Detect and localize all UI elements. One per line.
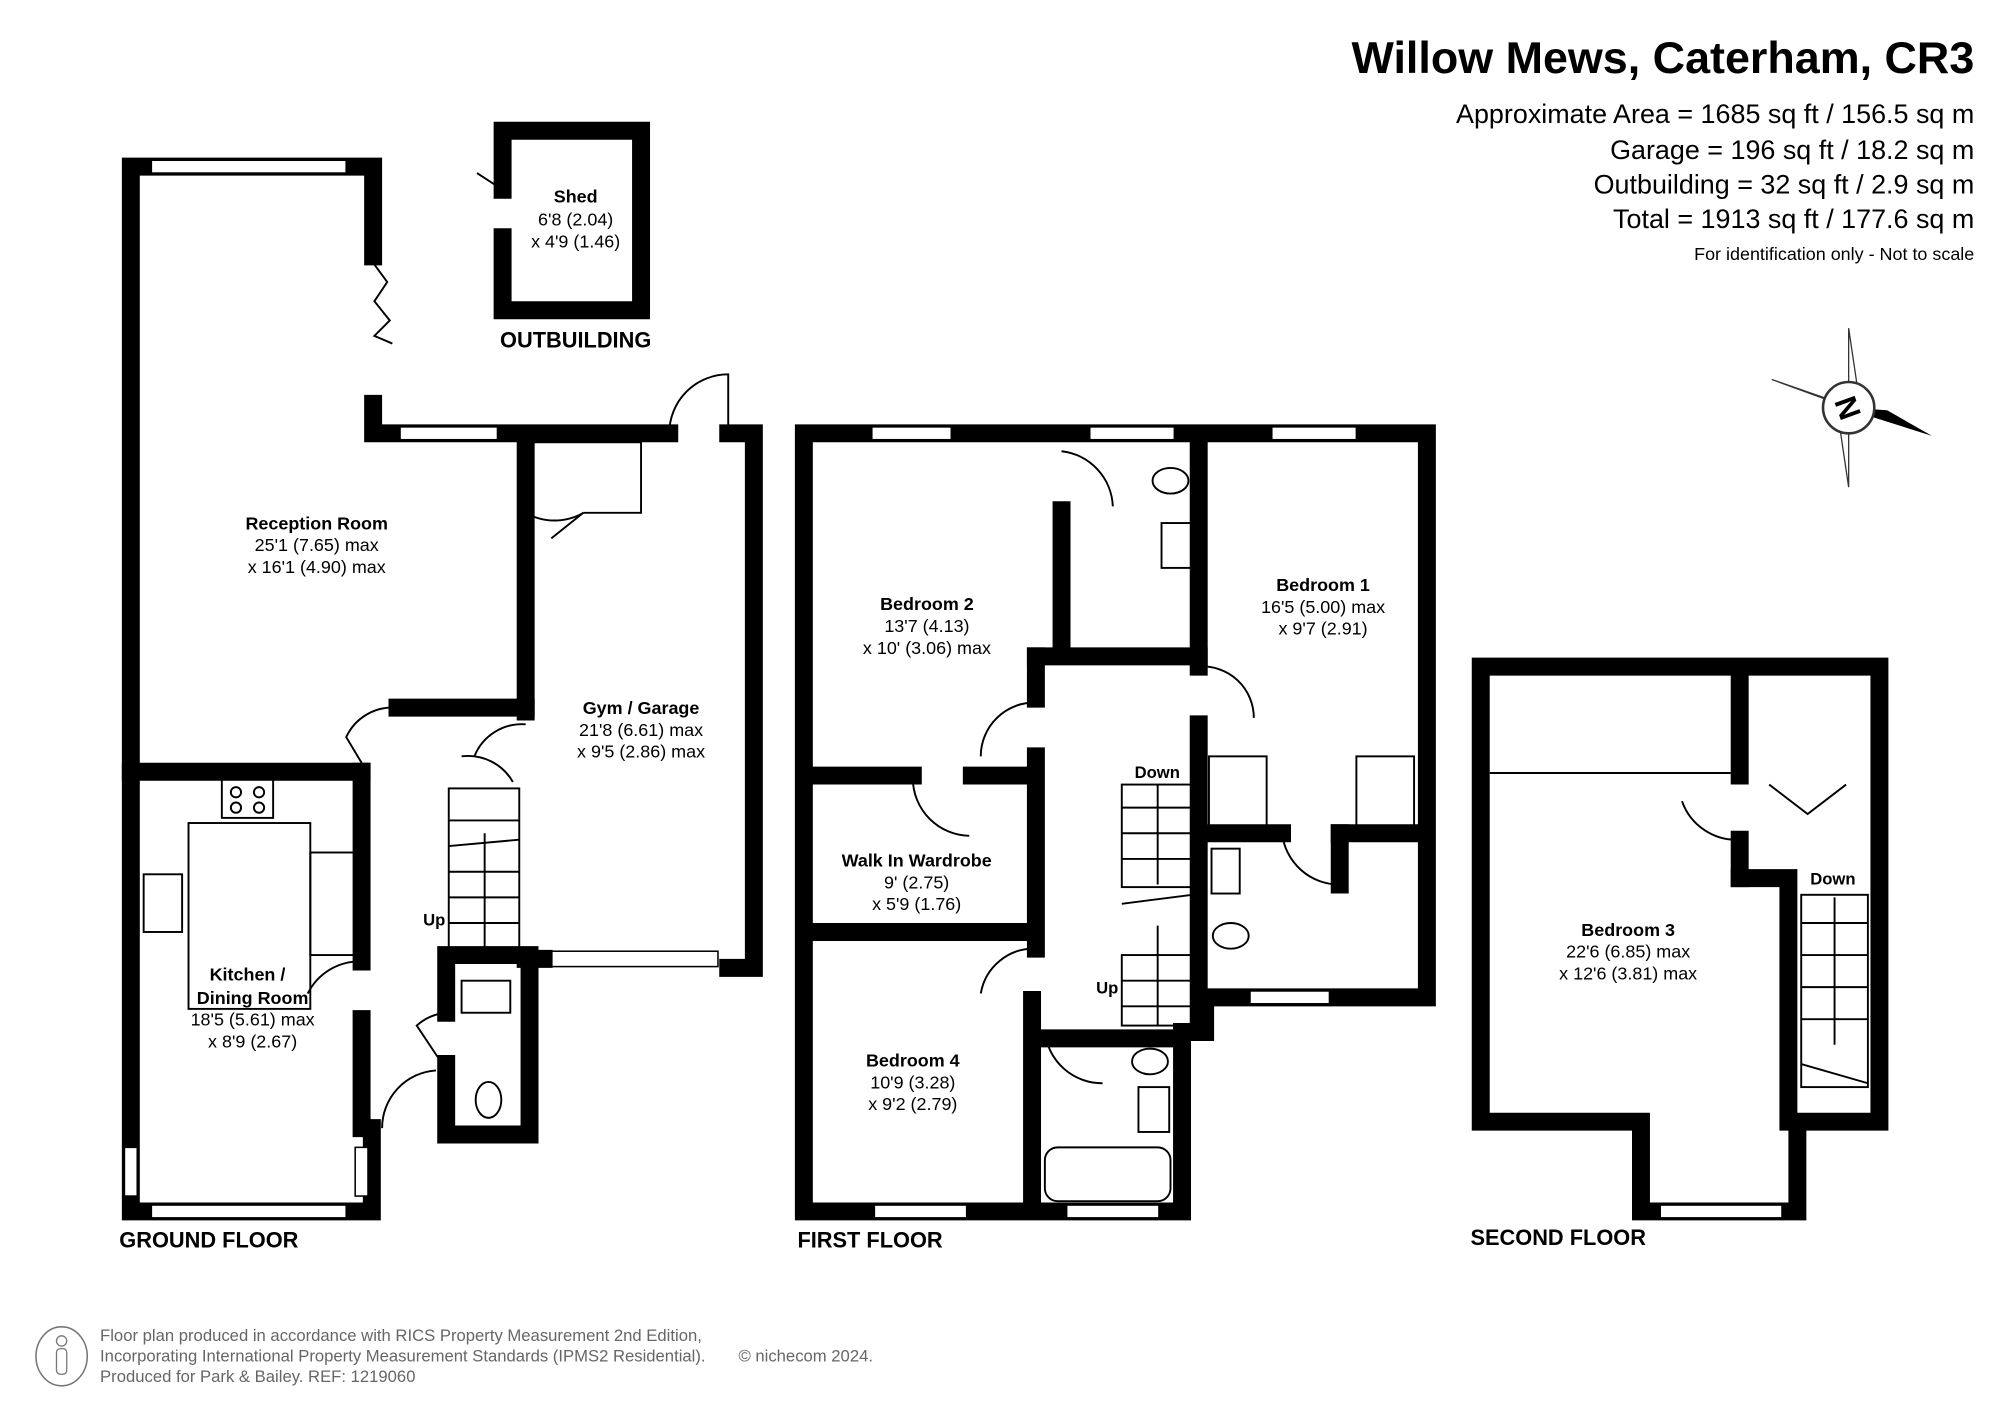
svg-text:x 9'7 (2.91): x 9'7 (2.91) bbox=[1278, 619, 1367, 639]
svg-text:Bedroom 3: Bedroom 3 bbox=[1581, 920, 1675, 940]
property-title: Willow Mews, Caterham, CR3 bbox=[1352, 32, 1975, 83]
person-icon bbox=[35, 1326, 89, 1387]
svg-text:18'5 (5.61) max: 18'5 (5.61) max bbox=[191, 1010, 315, 1030]
svg-text:x 9'5 (2.86) max: x 9'5 (2.86) max bbox=[577, 742, 705, 762]
svg-text:Bedroom 4: Bedroom 4 bbox=[866, 1051, 960, 1071]
svg-text:22'6 (6.85) max: 22'6 (6.85) max bbox=[1566, 942, 1690, 962]
svg-text:x 5'9 (1.76): x 5'9 (1.76) bbox=[872, 894, 961, 914]
svg-text:x 10' (3.06) max: x 10' (3.06) max bbox=[863, 638, 991, 658]
area-garage: Garage = 196 sq ft / 18.2 sq m bbox=[1610, 135, 1974, 165]
svg-text:Floor plan produced in accorda: Floor plan produced in accordance with R… bbox=[100, 1326, 702, 1345]
svg-text:Dining Room: Dining Room bbox=[197, 988, 309, 1008]
footer: Floor plan produced in accordance with R… bbox=[35, 1326, 873, 1387]
svg-text:GROUND FLOOR: GROUND FLOOR bbox=[119, 1227, 298, 1252]
svg-text:© nichecom 2024.: © nichecom 2024. bbox=[738, 1346, 872, 1365]
svg-text:Bedroom 2: Bedroom 2 bbox=[880, 594, 974, 614]
svg-text:Bedroom 1: Bedroom 1 bbox=[1276, 575, 1370, 595]
svg-text:x 4'9 (1.46): x 4'9 (1.46) bbox=[531, 231, 620, 251]
svg-text:x 8'9 (2.67): x 8'9 (2.67) bbox=[208, 1031, 297, 1051]
svg-text:Shed: Shed bbox=[554, 187, 598, 207]
svg-text:Down: Down bbox=[1135, 763, 1180, 782]
svg-text:x 9'2 (2.79): x 9'2 (2.79) bbox=[868, 1094, 957, 1114]
svg-text:13'7 (4.13): 13'7 (4.13) bbox=[884, 616, 969, 636]
svg-text:10'9 (3.28): 10'9 (3.28) bbox=[870, 1072, 955, 1092]
svg-text:16'5 (5.00) max: 16'5 (5.00) max bbox=[1261, 597, 1385, 617]
ground-floor-plan: Reception Room 25'1 (7.65) max x 16'1 (4… bbox=[119, 157, 763, 1252]
svg-text:Walk In Wardrobe: Walk In Wardrobe bbox=[842, 851, 992, 871]
svg-text:Produced for Park & Bailey.: Produced for Park & Bailey. REF: 1219060 bbox=[100, 1367, 415, 1386]
svg-text:OUTBUILDING: OUTBUILDING bbox=[500, 327, 651, 352]
second-floor-plan: Bedroom 3 22'6 (6.85) max x 12'6 (3.81) … bbox=[1470, 657, 1889, 1250]
svg-text:25'1 (7.65) max: 25'1 (7.65) max bbox=[255, 535, 379, 555]
svg-text:21'8 (6.61) max: 21'8 (6.61) max bbox=[579, 720, 703, 740]
svg-text:FIRST FLOOR: FIRST FLOOR bbox=[797, 1227, 942, 1252]
svg-text:Reception Room: Reception Room bbox=[245, 513, 388, 533]
svg-text:x 12'6 (3.81) max: x 12'6 (3.81) max bbox=[1559, 963, 1697, 983]
svg-text:x 16'1 (4.90) max: x 16'1 (4.90) max bbox=[248, 557, 386, 577]
svg-text:Down: Down bbox=[1810, 870, 1855, 889]
svg-text:6'8 (2.04): 6'8 (2.04) bbox=[538, 210, 613, 230]
area-outbuilding: Outbuilding = 32 sq ft / 2.9 sq m bbox=[1594, 170, 1975, 200]
svg-text:9' (2.75): 9' (2.75) bbox=[884, 872, 949, 892]
svg-text:Incorporating International Pr: Incorporating International Property Mea… bbox=[100, 1346, 705, 1365]
compass-icon: N bbox=[1771, 328, 1932, 488]
svg-text:Kitchen /: Kitchen / bbox=[210, 965, 286, 985]
svg-text:Up: Up bbox=[1096, 979, 1118, 998]
area-total: Total = 1913 sq ft / 177.6 sq m bbox=[1613, 204, 1974, 234]
svg-text:Up: Up bbox=[423, 911, 445, 930]
svg-text:Gym / Garage: Gym / Garage bbox=[583, 698, 700, 718]
outbuilding-plan: Shed 6'8 (2.04) x 4'9 (1.46) OUTBUILDING bbox=[476, 121, 651, 352]
scale-note: For identification only - Not to scale bbox=[1694, 244, 1974, 264]
svg-text:SECOND FLOOR: SECOND FLOOR bbox=[1470, 1225, 1646, 1250]
area-approx: Approximate Area = 1685 sq ft / 156.5 sq… bbox=[1456, 99, 1974, 129]
first-floor-plan: Bedroom 2 13'7 (4.13) x 10' (3.06) max B… bbox=[794, 424, 1436, 1252]
